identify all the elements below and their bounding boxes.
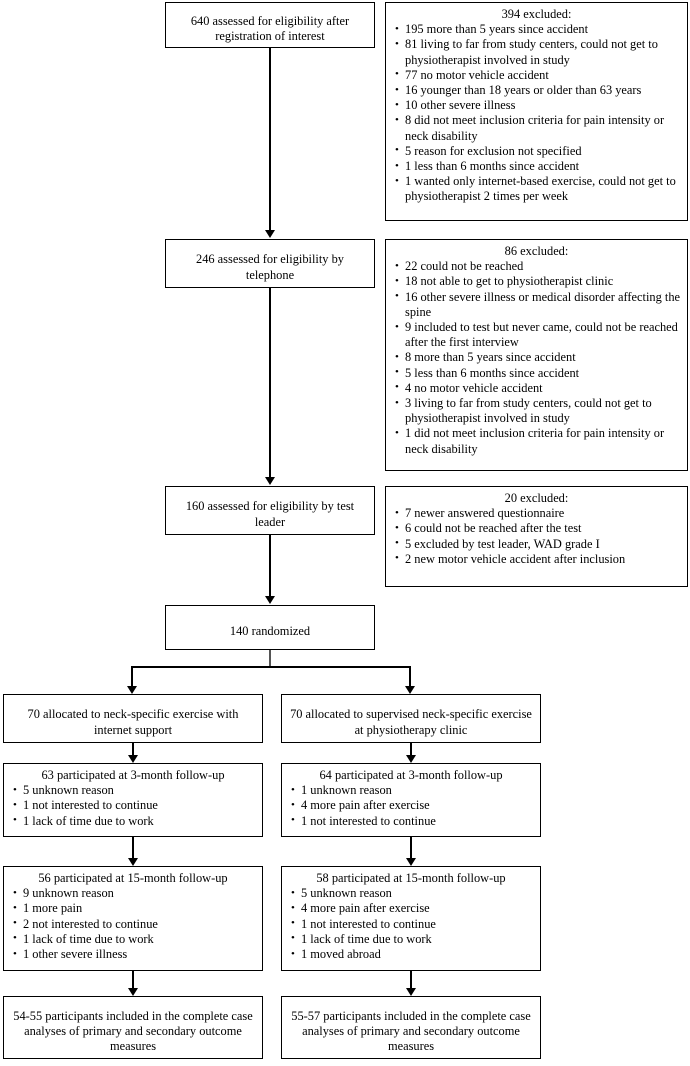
enrollment-box-assessed-registration: 640 assessed for eligibility after regis… [165, 2, 375, 48]
enrollment-box-assessed-test-leader-label: 160 assessed for eligibility by test lea… [185, 499, 355, 529]
exclusion-box-3: 20 excluded: 7 newer answered questionna… [385, 486, 688, 587]
followup-15m-box-right: 58 participated at 15-month follow-up 5 … [281, 866, 541, 971]
analysis-box-right-label: 55-57 participants included in the compl… [291, 1008, 531, 1054]
list-item: 195 more than 5 years since accident [392, 22, 681, 37]
list-item: 1 more pain [10, 901, 256, 916]
exclusion-box-2-heading: 86 excluded: [504, 244, 569, 258]
list-item: 4 more pain after exercise [288, 901, 534, 916]
connector-arrow-3 [264, 596, 275, 604]
followup-15m-box-right-list: 5 unknown reason 4 more pain after exerc… [288, 886, 534, 962]
followup-15m-box-left: 56 participated at 15-month follow-up 9 … [3, 866, 263, 971]
connector-arrow-right-3m-15m [405, 858, 416, 866]
list-item: 8 more than 5 years since accident [392, 350, 681, 365]
list-item: 3 living to far from study centers, coul… [392, 396, 681, 426]
connector-arrow-1 [264, 230, 275, 238]
connector-arrow-right-alloc-3m [405, 755, 416, 763]
list-item: 6 could not be reached after the test [392, 521, 681, 536]
list-item: 1 not interested to continue [288, 813, 534, 829]
connector-split-right-drop [409, 666, 411, 688]
list-item: 7 newer answered questionnaire [392, 506, 681, 521]
analysis-box-left-label: 54-55 participants included in the compl… [13, 1008, 253, 1054]
exclusion-box-2: 86 excluded: 22 could not be reached 18 … [385, 239, 688, 471]
list-item: 18 not able to get to physiotherapist cl… [392, 274, 681, 289]
list-item: 81 living to far from study centers, cou… [392, 37, 681, 67]
connector-line-right-15m-analysis [410, 971, 412, 988]
list-item: 1 lack of time due to work [10, 931, 256, 947]
connector-line-2 [269, 288, 271, 478]
exclusion-box-2-list: 22 could not be reached 18 not able to g… [392, 259, 681, 457]
connector-arrow-left-15m-analysis [127, 988, 138, 996]
enrollment-box-assessed-telephone: 246 assessed for eligibility by telephon… [165, 239, 375, 288]
connector-line-right-alloc-3m [410, 743, 412, 757]
list-item: 8 did not meet inclusion criteria for pa… [392, 113, 681, 143]
list-item: 1 lack of time due to work [10, 813, 256, 829]
list-item: 5 less than 6 months since accident [392, 365, 681, 381]
list-item: 16 younger than 18 years or older than 6… [392, 83, 681, 98]
enrollment-box-assessed-test-leader: 160 assessed for eligibility by test lea… [165, 486, 375, 535]
followup-15m-box-left-list: 9 unknown reason 1 more pain 2 not inter… [10, 886, 256, 962]
analysis-box-left: 54-55 participants included in the compl… [3, 996, 263, 1059]
allocation-box-right-label: 70 allocated to supervised neck-specific… [290, 707, 532, 737]
allocation-box-right: 70 allocated to supervised neck-specific… [281, 694, 541, 743]
exclusion-box-1-heading: 394 excluded: [501, 7, 572, 21]
followup-3m-box-left-heading: 63 participated at 3-month follow-up [41, 768, 225, 782]
list-item: 1 did not meet inclusion criteria for pa… [392, 426, 681, 456]
exclusion-box-1: 394 excluded: 195 more than 5 years sinc… [385, 2, 688, 221]
list-item: 5 unknown reason [10, 783, 256, 798]
connector-split-stub [269, 650, 271, 668]
list-item: 2 not interested to continue [10, 916, 256, 932]
connector-line-left-alloc-3m [132, 743, 134, 757]
list-item: 9 included to test but never came, could… [392, 320, 681, 350]
list-item: 1 lack of time due to work [288, 931, 534, 947]
list-item: 2 new motor vehicle accident after inclu… [392, 551, 681, 567]
list-item: 22 could not be reached [392, 259, 681, 274]
list-item: 1 wanted only internet-based exercise, c… [392, 174, 681, 204]
followup-3m-box-left: 63 participated at 3-month follow-up 5 u… [3, 763, 263, 837]
allocation-box-left: 70 allocated to neck-specific exercise w… [3, 694, 263, 743]
list-item: 1 other severe illness [10, 947, 256, 962]
connector-arrow-left-alloc-3m [127, 755, 138, 763]
connector-split-left-drop [131, 666, 133, 688]
followup-3m-box-right-list: 1 unknown reason 4 more pain after exerc… [288, 783, 534, 829]
list-item: 5 reason for exclusion not specified [392, 143, 681, 159]
enrollment-box-assessed-registration-label: 640 assessed for eligibility after regis… [190, 13, 350, 43]
list-item: 4 more pain after exercise [288, 798, 534, 813]
list-item: 9 unknown reason [10, 886, 256, 901]
connector-split-right-arrow [404, 686, 415, 694]
connector-split-bar [131, 666, 411, 668]
list-item: 1 not interested to continue [10, 798, 256, 813]
list-item: 1 moved abroad [288, 947, 534, 962]
randomization-box-label: 140 randomized [229, 623, 311, 638]
exclusion-box-3-list: 7 newer answered questionnaire 6 could n… [392, 506, 681, 567]
connector-line-right-3m-15m [410, 837, 412, 858]
followup-15m-box-left-heading: 56 participated at 15-month follow-up [38, 871, 228, 885]
list-item: 5 unknown reason [288, 886, 534, 901]
connector-arrow-left-3m-15m [127, 858, 138, 866]
followup-15m-box-right-heading: 58 participated at 15-month follow-up [316, 871, 506, 885]
randomization-box: 140 randomized [165, 605, 375, 650]
connector-arrow-2 [264, 477, 275, 485]
followup-3m-box-left-list: 5 unknown reason 1 not interested to con… [10, 783, 256, 829]
followup-3m-box-right-heading: 64 participated at 3-month follow-up [319, 768, 503, 782]
connector-line-left-3m-15m [132, 837, 134, 858]
list-item: 10 other severe illness [392, 98, 681, 113]
list-item: 5 excluded by test leader, WAD grade I [392, 536, 681, 552]
exclusion-box-3-heading: 20 excluded: [504, 491, 569, 505]
exclusion-box-1-list: 195 more than 5 years since accident 81 … [392, 22, 681, 204]
list-item: 16 other severe illness or medical disor… [392, 289, 681, 320]
connector-line-1 [269, 48, 271, 231]
analysis-box-right: 55-57 participants included in the compl… [281, 996, 541, 1059]
enrollment-box-assessed-telephone-label: 246 assessed for eligibility by telephon… [196, 252, 344, 282]
list-item: 77 no motor vehicle accident [392, 67, 681, 83]
list-item: 1 less than 6 months since accident [392, 159, 681, 174]
connector-line-left-15m-analysis [132, 971, 134, 988]
connector-line-3 [269, 535, 271, 597]
connector-split-left-arrow [126, 686, 137, 694]
list-item: 1 unknown reason [288, 783, 534, 798]
list-item: 4 no motor vehicle accident [392, 380, 681, 396]
connector-arrow-right-15m-analysis [405, 988, 416, 996]
allocation-box-left-label: 70 allocated to neck-specific exercise w… [27, 707, 239, 737]
followup-3m-box-right: 64 participated at 3-month follow-up 1 u… [281, 763, 541, 837]
list-item: 1 not interested to continue [288, 916, 534, 932]
